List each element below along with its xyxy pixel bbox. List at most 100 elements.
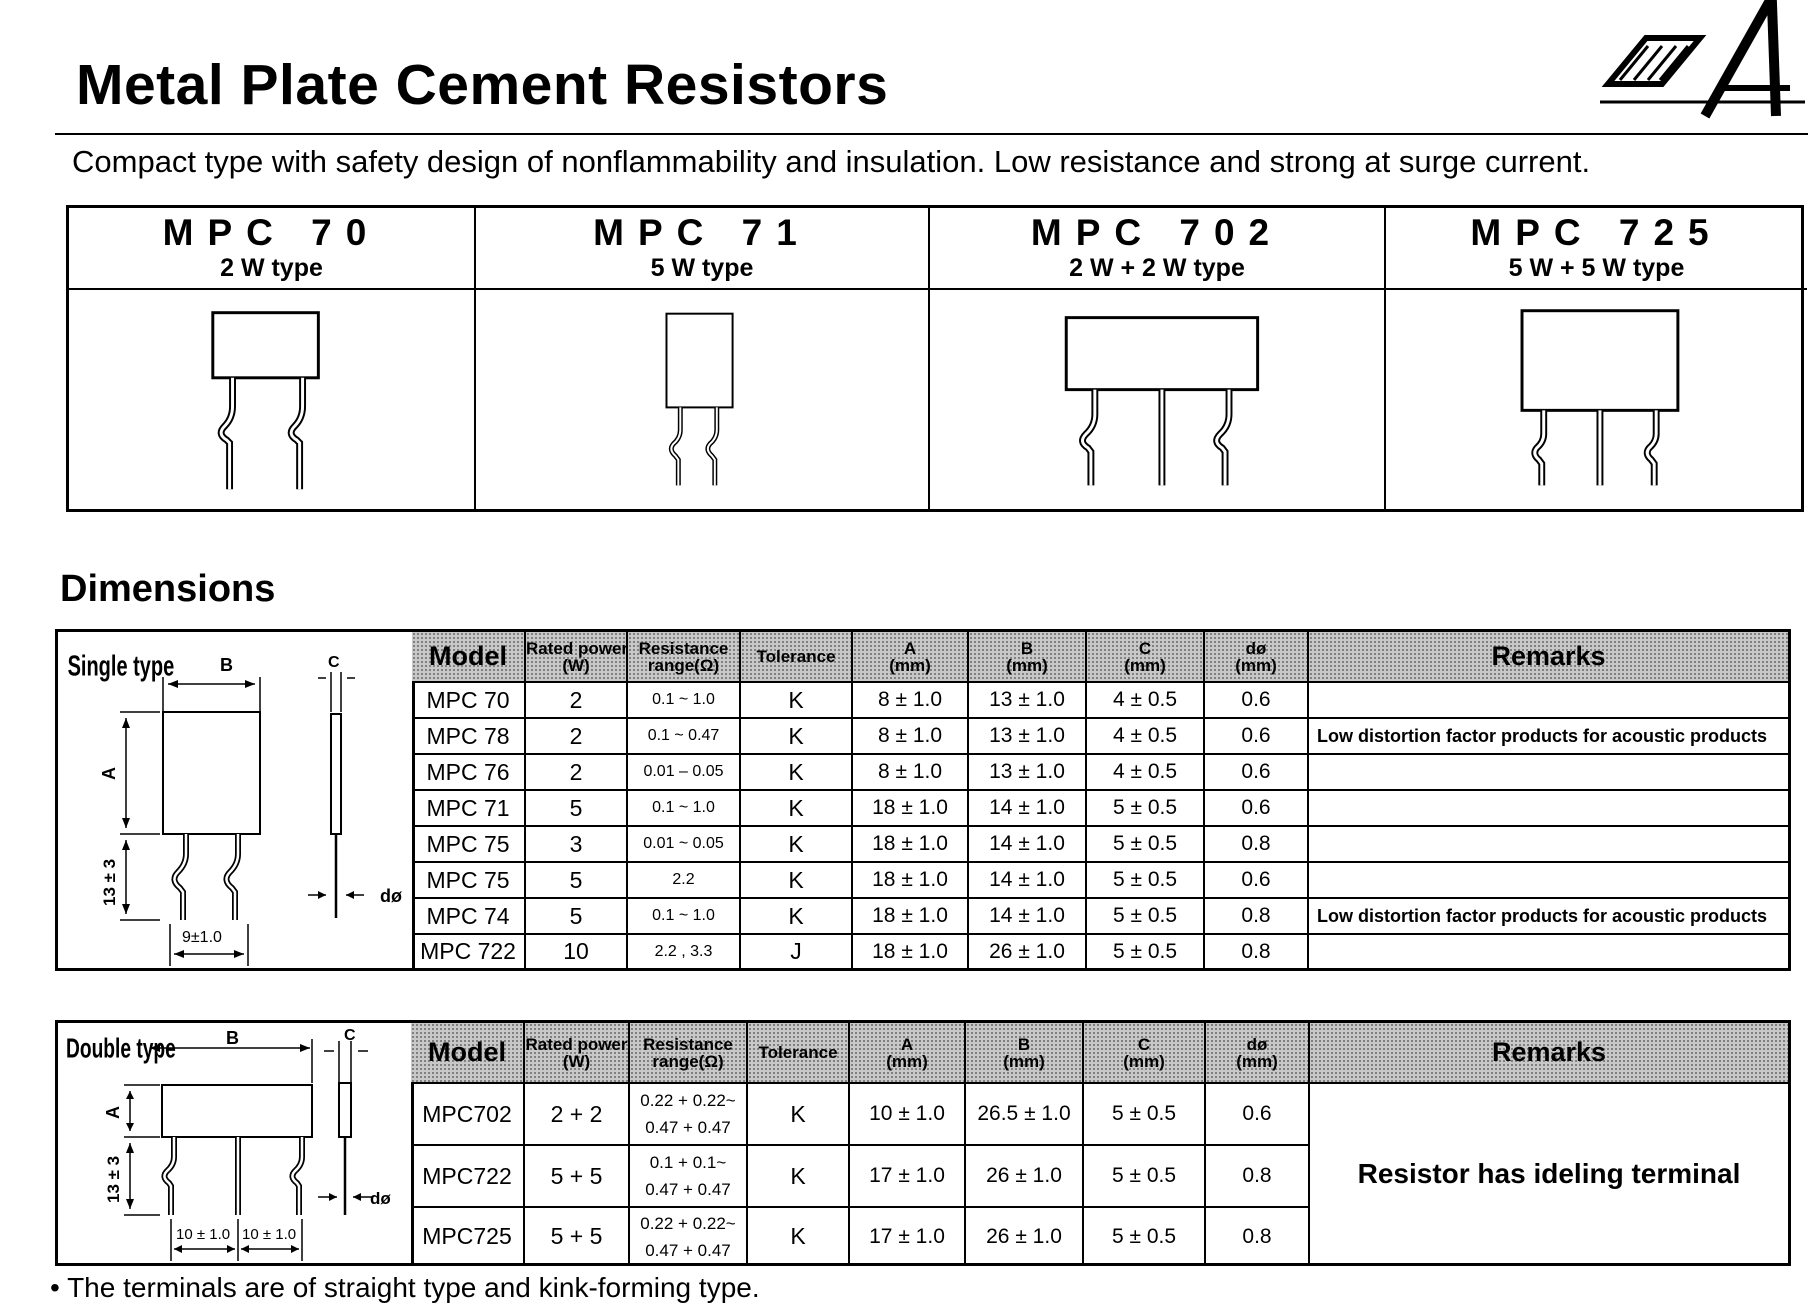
cell-c: 5 ± 0.5 (1085, 861, 1205, 899)
cell-model: MPC 74 (412, 897, 526, 935)
section-heading-dimensions: Dimensions (60, 568, 276, 610)
cell-c: 5 ± 0.5 (1082, 1144, 1206, 1208)
cell-a: 18 ± 1.0 (851, 825, 969, 863)
cell-b: 13 ± 1.0 (967, 753, 1087, 791)
cell-power: 10 (524, 933, 628, 968)
single-type-spec-table: Single type B C dø A 13 ± 3 9±1.0 (55, 629, 1791, 971)
cell-tolerance: K (739, 717, 853, 755)
product-model: MPC 71 (593, 212, 811, 253)
cell-power: 5 (524, 861, 628, 899)
cell-b: 26 ± 1.0 (964, 1144, 1084, 1208)
cell-model: MPC 722 (412, 933, 526, 968)
cell-power: 2 (524, 681, 628, 719)
cell-c: 5 ± 0.5 (1085, 933, 1205, 968)
cell-power: 2 (524, 753, 628, 791)
cell-model: MPC 71 (412, 789, 526, 827)
dim-d-label: dø (380, 886, 402, 906)
resistor-illustration (1386, 290, 1807, 509)
col-header-b: B(mm) (967, 632, 1087, 683)
cell-d: 0.8 (1203, 933, 1309, 968)
cell-range: 0.01 – 0.05 (626, 753, 741, 791)
dim-b-label: B (220, 655, 233, 675)
cell-c: 4 ± 0.5 (1085, 753, 1205, 791)
cell-c: 4 ± 0.5 (1085, 681, 1205, 719)
cell-remarks: Resistor has ideling terminal (1308, 1082, 1788, 1266)
cell-d: 0.6 (1203, 753, 1309, 791)
cell-c: 4 ± 0.5 (1085, 717, 1205, 755)
cell-power: 5 (524, 789, 628, 827)
col-header-a: A(mm) (848, 1023, 966, 1084)
dim-pitch-label: 9±1.0 (182, 929, 222, 946)
cell-a: 8 ± 1.0 (851, 753, 969, 791)
product-header: MPC 71 5 W type (476, 208, 928, 290)
dim-lead-label: 13 ± 3 (104, 1156, 123, 1203)
table-row: MPC 76 2 0.01 – 0.05 K 8 ± 1.0 13 ± 1.0 … (412, 753, 1788, 791)
cell-tolerance: K (739, 897, 853, 935)
table-row: MPC 70 2 0.1 ~ 1.0 K 8 ± 1.0 13 ± 1.0 4 … (412, 681, 1788, 719)
cell-remarks (1307, 825, 1788, 863)
col-header-d: dø(mm) (1203, 632, 1309, 683)
table-row: MPC722 5 + 5 0.1 + 0.1~0.47 + 0.47 K 17 … (411, 1144, 1788, 1208)
product-mpc71: MPC 71 5 W type (474, 208, 928, 509)
cell-a: 10 ± 1.0 (848, 1082, 966, 1146)
cell-c: 5 ± 0.5 (1085, 789, 1205, 827)
cell-tolerance: K (739, 753, 853, 791)
resistor-illustration (930, 290, 1384, 509)
product-type: 5 W + 5 W type (1508, 254, 1685, 282)
table-row: MPC 71 5 0.1 ~ 1.0 K 18 ± 1.0 14 ± 1.0 5… (412, 789, 1788, 827)
col-header-b: B(mm) (964, 1023, 1084, 1084)
cell-d: 0.8 (1204, 1206, 1309, 1265)
resistor-illustration (476, 290, 928, 509)
resistor-illustration (69, 290, 474, 509)
cell-a: 18 ± 1.0 (851, 933, 969, 968)
page-title: Metal Plate Cement Resistors (76, 53, 889, 117)
cell-tolerance: J (739, 933, 853, 968)
title-divider (55, 133, 1808, 135)
col-header-remarks: Remarks (1307, 632, 1788, 683)
cell-remarks (1307, 681, 1788, 719)
cell-range: 0.22 + 0.22~0.47 + 0.47 (628, 1082, 748, 1146)
cell-remarks: Low distortion factor products for acous… (1307, 897, 1788, 935)
cell-b: 26.5 ± 1.0 (964, 1082, 1084, 1146)
cell-range: 0.1 ~ 1.0 (626, 789, 741, 827)
dim-lead-label: 13 ± 3 (100, 859, 119, 906)
cell-a: 18 ± 1.0 (851, 861, 969, 899)
cell-model: MPC702 (411, 1082, 525, 1146)
cell-tolerance: K (739, 825, 853, 863)
dim-d-label: dø (370, 1189, 391, 1208)
cell-d: 0.8 (1203, 825, 1309, 863)
product-type: 5 W type (650, 254, 754, 282)
cell-range: 2.2 (626, 861, 741, 899)
cell-range: 0.1 ~ 0.47 (626, 717, 741, 755)
cell-d: 0.8 (1203, 897, 1309, 935)
cell-d: 0.6 (1203, 789, 1309, 827)
product-mpc70: MPC 70 2 W type (69, 208, 474, 509)
col-header-tolerance: Tolerance (739, 632, 853, 683)
cell-b: 14 ± 1.0 (967, 789, 1087, 827)
cell-b: 26 ± 1.0 (967, 933, 1087, 968)
cell-b: 13 ± 1.0 (967, 681, 1087, 719)
cell-model: MPC 70 (412, 681, 526, 719)
cell-b: 14 ± 1.0 (967, 897, 1087, 935)
table-row: MPC 74 5 0.1 ~ 1.0 K 18 ± 1.0 14 ± 1.0 5… (412, 897, 1788, 935)
product-header: MPC 70 2 W type (69, 208, 474, 290)
cell-tolerance: K (746, 1082, 850, 1146)
cell-model: MPC 78 (412, 717, 526, 755)
double-type-diagram: Double type B C dø A 13 ± 3 (58, 1023, 414, 1263)
rga-logo-icon (1600, 0, 1805, 122)
product-type: 2 W + 2 W type (1069, 254, 1245, 282)
cell-a: 17 ± 1.0 (848, 1206, 966, 1265)
cell-model: MPC725 (411, 1206, 525, 1265)
cell-tolerance: K (739, 789, 853, 827)
cell-d: 0.6 (1203, 861, 1309, 899)
col-header-power: Rated power(W) (523, 1023, 630, 1084)
cell-power: 5 + 5 (523, 1144, 630, 1208)
dim-a-label: A (103, 1106, 123, 1119)
col-header-c: C(mm) (1082, 1023, 1206, 1084)
cell-remarks (1307, 753, 1788, 791)
cell-d: 0.6 (1203, 681, 1309, 719)
dim-c-label: C (328, 654, 340, 671)
